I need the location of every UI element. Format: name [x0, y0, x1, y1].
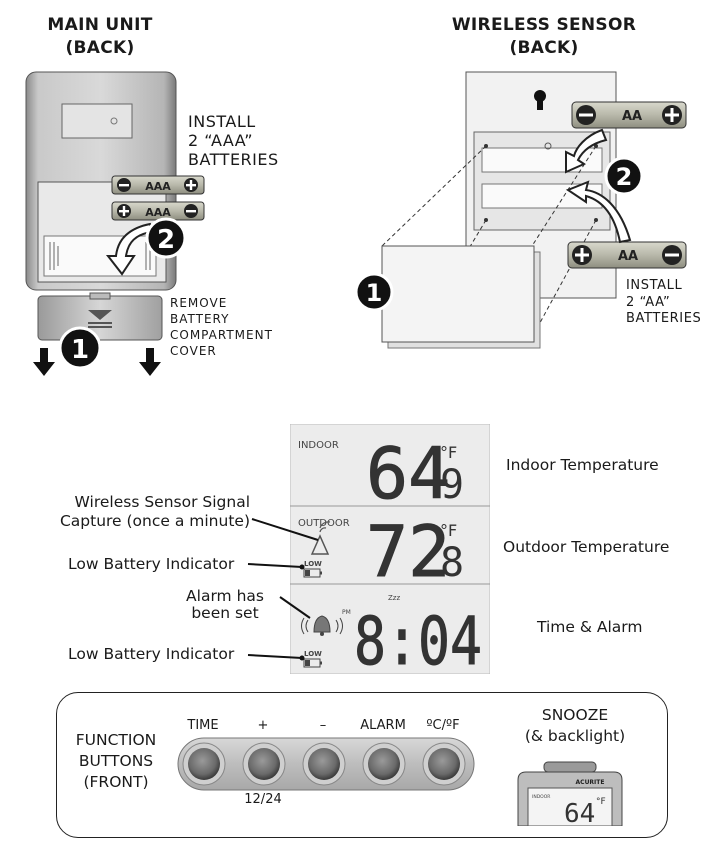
sensor-install-text: INSTALL 2 “AA” BATTERIES	[626, 278, 701, 328]
main-step-1-badge: 1	[58, 326, 102, 370]
main-step-2-number: 2	[157, 225, 175, 255]
label-time-button: TIME	[187, 718, 219, 733]
aaa-battery-2: AAA	[111, 201, 205, 221]
aaa-battery-2-label: AAA	[145, 206, 171, 219]
label-units-button: ºC/ºF	[426, 718, 460, 733]
main-insert-arrow	[105, 222, 154, 276]
callout-low-battery-1: Low Battery Indicator	[68, 555, 235, 573]
sensor-step-1-badge: 1	[354, 272, 394, 312]
callout-signal-line1: Wireless Sensor Signal	[74, 493, 250, 511]
battery-cover	[37, 292, 163, 341]
sensor-step-2-number: 2	[616, 163, 633, 191]
remove-line4: COVER	[170, 344, 217, 358]
sensor-cover	[381, 245, 541, 349]
label-minus-button: –	[319, 718, 327, 733]
callout-low-battery-2: Low Battery Indicator	[68, 645, 235, 663]
aa-battery-1: AA	[571, 101, 687, 129]
main-step-1-number: 1	[71, 335, 89, 365]
callout-alarm-line2: been set	[191, 604, 259, 622]
function-buttons-title: FUNCTION BUTTONS (FRONT)	[66, 730, 166, 793]
time-button[interactable]	[182, 742, 226, 786]
sensor-title-line2: (BACK)	[509, 38, 579, 58]
keyhole-icon	[534, 90, 546, 110]
aaa-battery-1-label: AAA	[145, 180, 171, 193]
main-step-2-badge: 2	[145, 217, 187, 259]
sensor-arrow-bottom	[565, 180, 632, 244]
mini-indoor-label: INDOOR	[532, 794, 550, 800]
pm-label: PM	[342, 609, 351, 616]
function-title-line2: BUTTONS	[78, 752, 154, 770]
sensor-title: WIRELESS SENSOR (BACK)	[432, 14, 656, 60]
signal-antenna-icon	[310, 521, 331, 555]
callout-indoor-temperature: Indoor Temperature	[506, 456, 659, 474]
remove-cover-text: REMOVE BATTERY COMPARTMENT COVER	[170, 295, 273, 359]
mini-temp: 64	[564, 799, 595, 826]
aa-battery-2-label: AA	[618, 249, 638, 264]
callout-alarm: Alarm has been set	[180, 588, 270, 622]
indoor-temp-main: 64	[366, 433, 450, 515]
remove-line3: COMPARTMENT	[170, 328, 273, 342]
remove-line1: REMOVE	[170, 296, 228, 310]
sensor-install-line1: INSTALL	[626, 278, 683, 293]
function-title-line1: FUNCTION	[75, 731, 157, 749]
main-unit-title-line1: MAIN UNIT	[47, 15, 153, 35]
indoor-unit: °F	[440, 443, 457, 462]
aa-battery-1-label: AA	[622, 109, 642, 124]
alarm-bell-icon	[301, 615, 343, 636]
callout-signal: Wireless Sensor Signal Capture (once a m…	[50, 493, 250, 531]
outdoor-temp-decimal: 8	[440, 540, 464, 586]
aa-battery-2: AA	[567, 241, 687, 269]
outdoor-battery-icon	[303, 568, 322, 578]
snooze-line2: (& backlight)	[524, 727, 626, 745]
snooze-top-button[interactable]	[543, 761, 597, 773]
callout-outdoor-temperature: Outdoor Temperature	[503, 538, 670, 556]
zzz-label: Zzz	[388, 594, 400, 602]
callout-signal-line2: Capture (once a minute)	[59, 512, 250, 530]
main-unit-illustration: AAA AAA 2 1	[25, 71, 205, 376]
outdoor-unit: °F	[440, 521, 457, 540]
function-title-line3: (FRONT)	[83, 773, 149, 791]
indoor-temp-decimal: 9	[440, 462, 464, 508]
brand-logo: ACURITE	[576, 779, 605, 786]
minus-button[interactable]	[302, 742, 346, 786]
plus-button[interactable]	[242, 742, 286, 786]
sensor-step-2-badge: 2	[604, 156, 644, 196]
sensor-install-line2: 2 “AA”	[626, 294, 671, 310]
outdoor-low-label: LOW	[304, 560, 322, 568]
main-unit-title-line2: (BACK)	[65, 38, 135, 58]
outdoor-temp-main: 72	[366, 511, 450, 593]
aaa-battery-1: AAA	[111, 175, 205, 195]
time-battery-icon	[303, 658, 322, 668]
down-arrow-right	[139, 348, 161, 376]
button-strip	[177, 737, 475, 791]
alarm-button[interactable]	[362, 742, 406, 786]
label-alarm-button: ALARM	[360, 718, 406, 733]
sensor-arrow-top	[565, 128, 608, 174]
sensor-illustration: AA AA 2 1	[354, 71, 687, 349]
main-unit-title: MAIN UNIT (BACK)	[20, 14, 180, 60]
time-readout: 8:04	[354, 603, 482, 674]
snooze-line1: SNOOZE	[541, 706, 609, 724]
time-low-label: LOW	[304, 650, 322, 658]
down-arrow-left	[33, 348, 55, 376]
main-install-text: INSTALL 2 “AAA” BATTERIES	[188, 112, 279, 169]
sensor-step-1-number: 1	[366, 279, 383, 307]
units-button[interactable]	[422, 742, 466, 786]
snooze-unit-illustration: ACURITE INDOOR 64 °F	[517, 761, 623, 826]
lcd-display: INDOOR 64 9 °F OUTDOOR LOW 72 8 °F Zzz P…	[290, 424, 490, 674]
callout-alarm-line1: Alarm has	[186, 587, 264, 605]
remove-line2: BATTERY	[170, 312, 230, 326]
sensor-title-line1: WIRELESS SENSOR	[451, 15, 637, 35]
main-install-line3: BATTERIES	[188, 150, 279, 169]
plus-sub-label: 12/24	[244, 792, 282, 807]
snooze-label: SNOOZE (& backlight)	[510, 705, 640, 747]
callout-time-alarm: Time & Alarm	[537, 618, 643, 636]
mini-unit: °F	[596, 797, 606, 807]
label-plus-button: +	[257, 718, 269, 733]
main-install-line1: INSTALL	[188, 112, 256, 131]
main-install-line2: 2 “AAA”	[188, 131, 254, 150]
sensor-install-line3: BATTERIES	[626, 311, 702, 326]
indoor-label: INDOOR	[298, 440, 339, 451]
